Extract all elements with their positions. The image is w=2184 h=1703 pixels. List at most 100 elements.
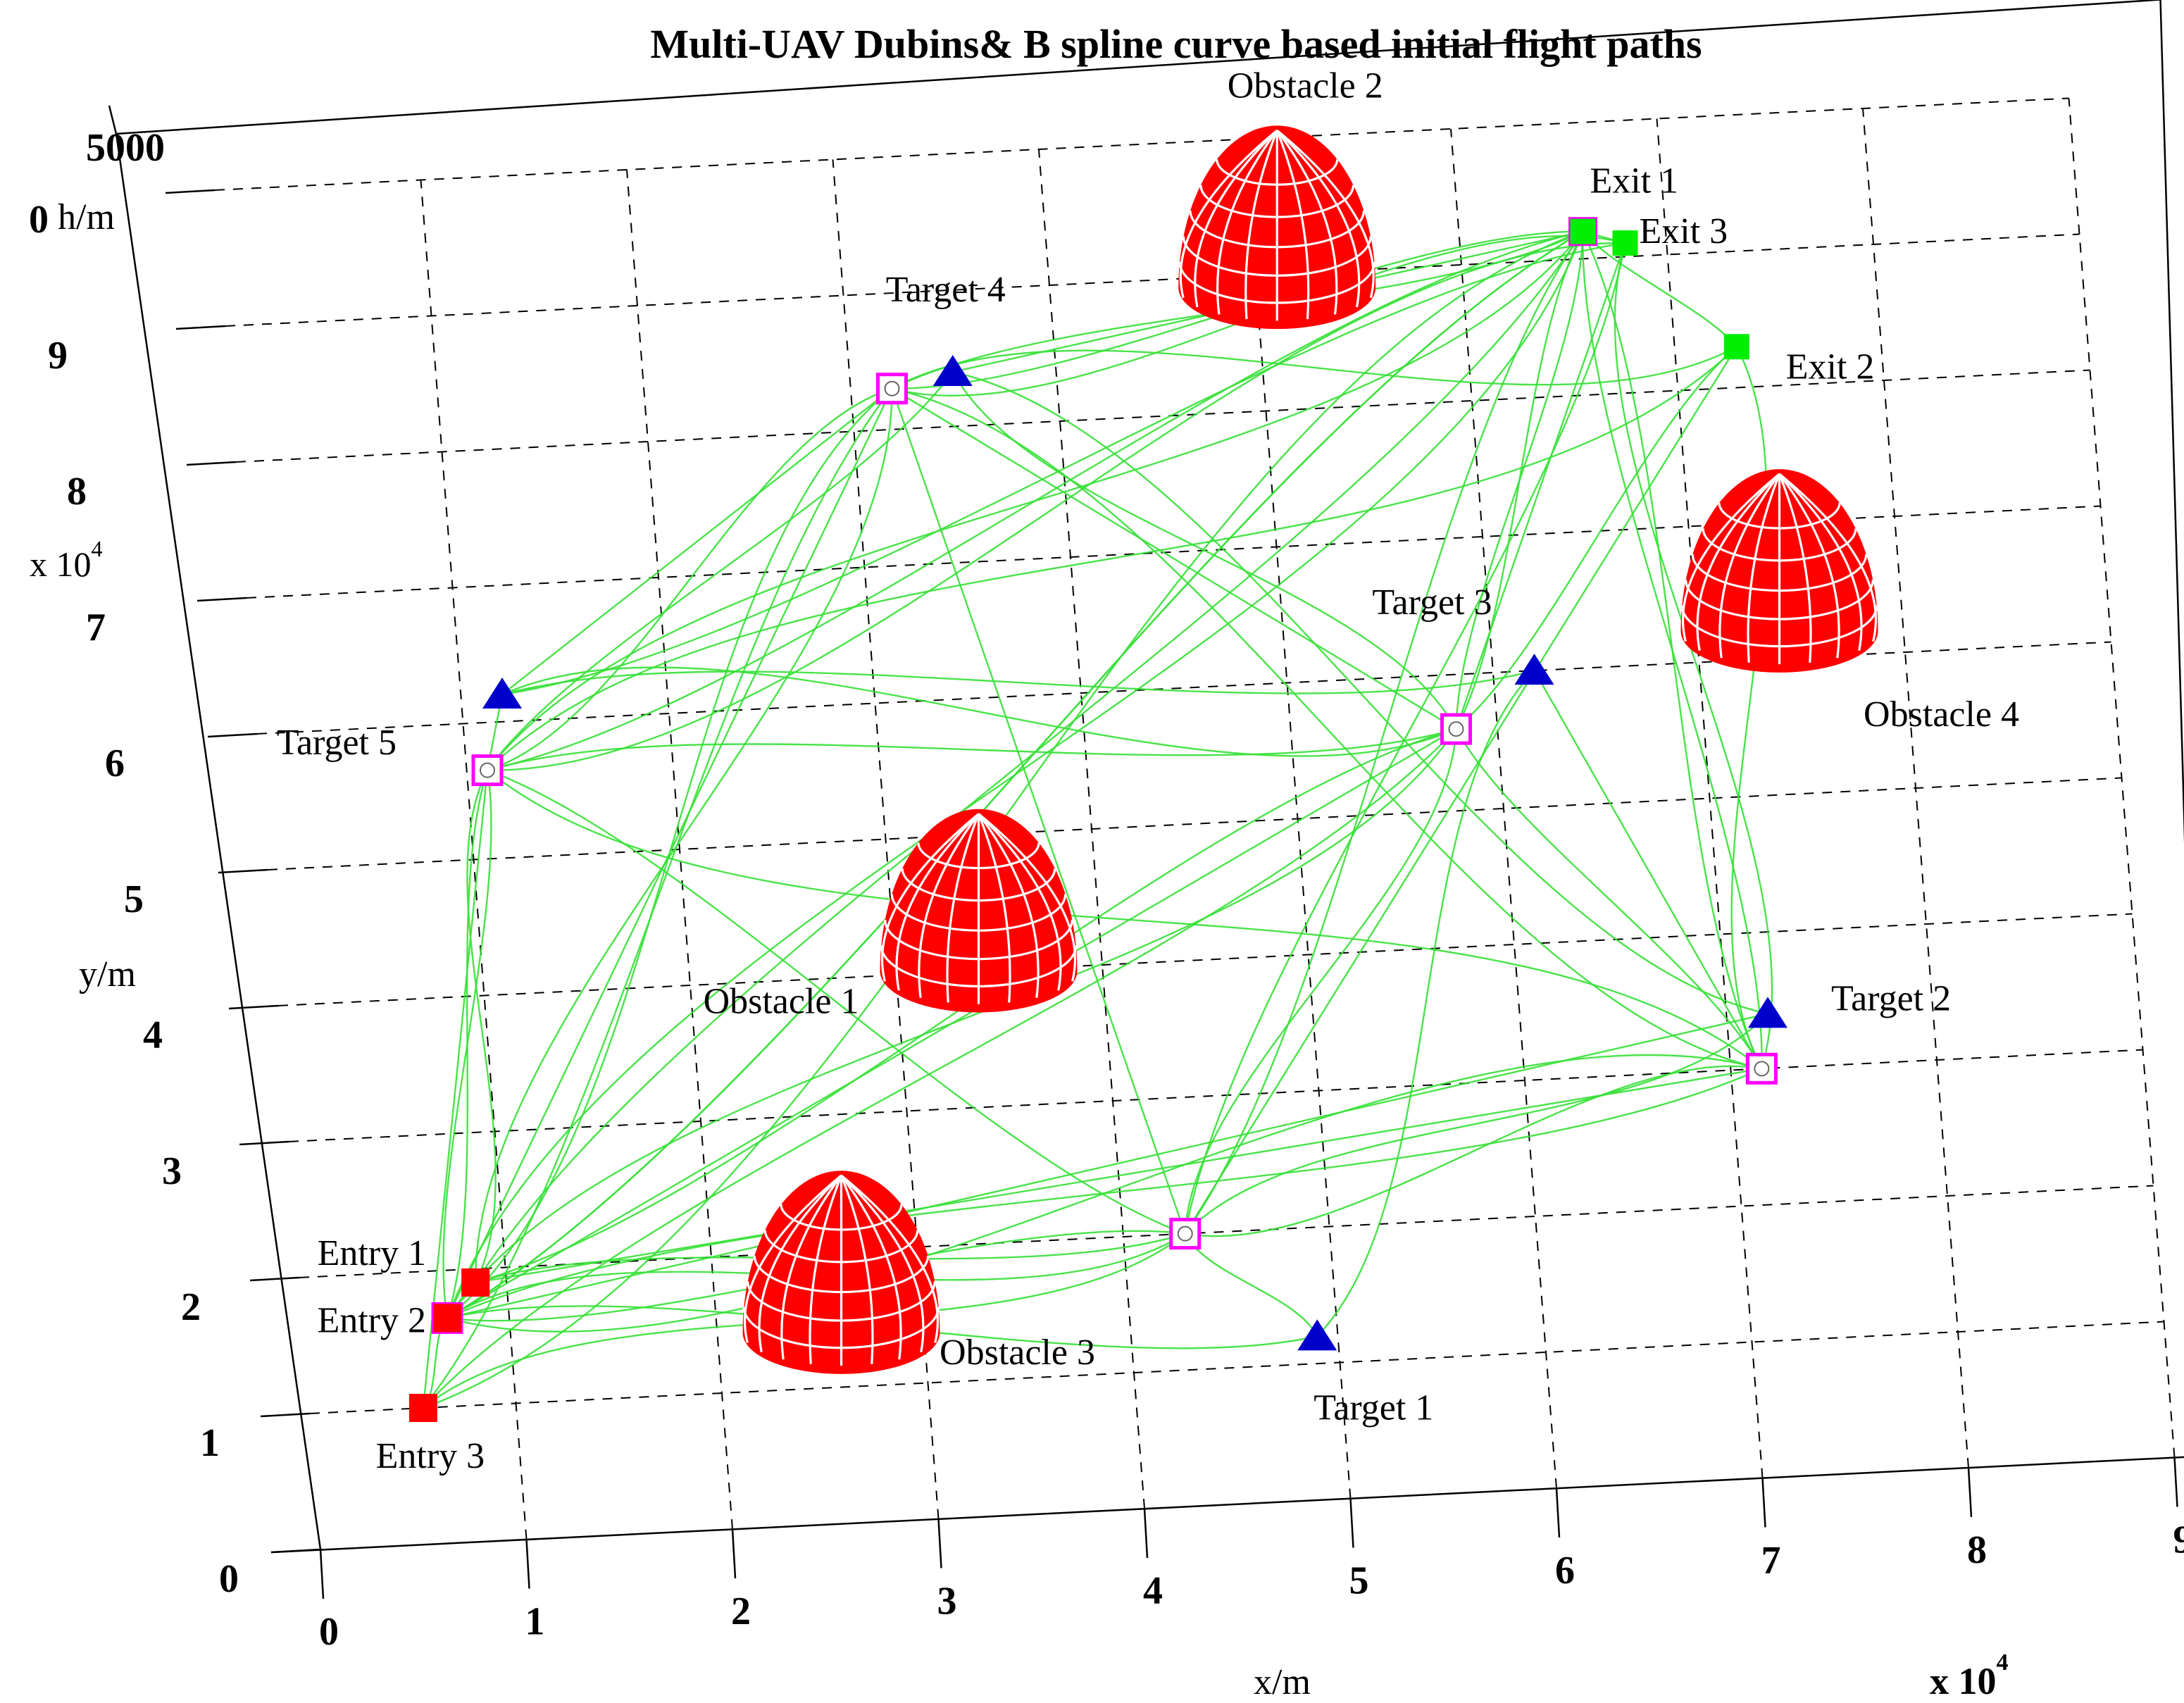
obstacle-mesh-meridian xyxy=(840,1175,874,1364)
target-marker xyxy=(1297,1319,1337,1351)
flight-path xyxy=(501,669,1535,696)
x-tick-label: 6 xyxy=(1555,1549,1575,1592)
x-axis-label: x/m xyxy=(1254,1662,1311,1702)
obstacle-mesh-meridian xyxy=(1696,473,1780,651)
obstacle-mesh-meridian xyxy=(978,813,1062,991)
grid-line-y xyxy=(299,1185,2154,1278)
flight-paths xyxy=(422,230,1773,1409)
obstacle-mesh-meridian xyxy=(978,813,1011,1003)
exit-marker xyxy=(1570,218,1596,244)
flight-path xyxy=(487,371,954,771)
x-tick-label: 2 xyxy=(731,1590,751,1633)
y-tick-mark xyxy=(196,597,247,602)
obstacle-mesh-meridian xyxy=(881,813,980,982)
target-label: Target 3 xyxy=(1372,582,1492,623)
flight-path xyxy=(1184,231,1584,1235)
y-axis-line xyxy=(115,133,322,1550)
x-tick-mark xyxy=(1555,1487,1561,1538)
waypoint-center xyxy=(1448,721,1464,737)
x-tick-mark xyxy=(319,1549,325,1599)
entry-marker xyxy=(461,1268,490,1297)
flight-path xyxy=(422,770,489,1409)
obstacle-mesh-meridian xyxy=(1275,130,1338,315)
z-axis-label: h/m xyxy=(58,197,115,237)
obstacle-label: Obstacle 1 xyxy=(704,982,859,1022)
target-label: Target 2 xyxy=(1831,978,1951,1018)
obstacle-mesh-meridian xyxy=(895,813,980,991)
y-tick-label: 0 xyxy=(219,1557,239,1601)
grid-line-y xyxy=(267,777,2122,871)
obstacle-mesh-meridian xyxy=(840,1175,902,1360)
obstacle-mesh-meridian xyxy=(1244,130,1278,320)
entry-label: Entry 2 xyxy=(317,1300,426,1340)
x-multiplier-base: x 10 xyxy=(1930,1660,1997,1702)
exit-marker xyxy=(1612,230,1638,256)
y-multiplier-exp: 4 xyxy=(92,536,103,561)
z-axis-line xyxy=(108,105,118,135)
flight-path xyxy=(891,346,1737,389)
entry-label: Entry 3 xyxy=(376,1436,485,1476)
waypoint-center xyxy=(1177,1225,1193,1242)
flight-path xyxy=(487,728,1456,771)
obstacle-mesh-meridian xyxy=(1778,473,1863,651)
right-box-edge xyxy=(2159,0,2184,844)
flight-path xyxy=(1455,242,1626,730)
y-tick-mark xyxy=(260,1412,311,1418)
flight-path xyxy=(447,230,1584,1319)
y-tick-label: 7 xyxy=(86,606,106,649)
y-tick-label: 3 xyxy=(162,1149,182,1193)
flight-path xyxy=(447,1068,1762,1319)
obstacle-mesh-meridian xyxy=(780,1175,842,1360)
exit-marker xyxy=(1723,334,1749,360)
grid-line-x xyxy=(1450,128,1557,1489)
flight-path xyxy=(892,387,1762,1070)
flight-path xyxy=(1730,346,1768,1069)
y-tick-mark xyxy=(218,868,268,874)
flight-path xyxy=(501,666,1456,757)
flight-path xyxy=(1455,346,1737,730)
grid-line-y xyxy=(288,1049,2143,1142)
obstacle-mesh-meridian xyxy=(744,1174,842,1344)
obstacle-mesh-meridian xyxy=(978,813,1040,998)
obstacle-mesh-meridian xyxy=(1747,473,1780,663)
x-tick-mark xyxy=(731,1528,737,1579)
obstacle-mesh-meridian xyxy=(1216,130,1278,315)
flight-path xyxy=(1184,1013,1768,1235)
waypoint-marker xyxy=(1745,1052,1778,1085)
obstacle-mesh-meridian xyxy=(1276,130,1361,308)
flight-path xyxy=(1185,1065,1762,1237)
obstacle-mesh-meridian xyxy=(1778,473,1812,663)
target-label: Target 5 xyxy=(277,723,397,763)
markers xyxy=(408,217,1787,1423)
grid-line-y xyxy=(277,913,2133,1006)
flight-path xyxy=(1614,242,1773,1069)
target-marker xyxy=(1514,654,1554,685)
target-label: Target 1 xyxy=(1313,1387,1433,1428)
flight-path xyxy=(487,769,1186,1235)
x-tick-label: 1 xyxy=(525,1600,545,1644)
flight-path xyxy=(501,242,1625,696)
y-tick-mark xyxy=(175,325,226,330)
y-tick-mark xyxy=(239,1140,289,1146)
waypoint-marker xyxy=(471,754,504,787)
flight-path xyxy=(447,728,1457,1319)
y-tick-mark xyxy=(165,189,216,194)
flight-path xyxy=(487,230,1583,771)
y-tick-label: 0 xyxy=(29,198,49,242)
grid-line-x xyxy=(1656,118,1764,1478)
x-tick-label: 3 xyxy=(937,1580,957,1623)
obstacle-mesh-meridian xyxy=(1276,130,1375,299)
flight-path xyxy=(1184,346,1737,1235)
flight-path xyxy=(446,770,489,1318)
obstacle-mesh-meridian xyxy=(1778,473,1840,659)
y-tick-label: 2 xyxy=(181,1285,201,1329)
target-marker xyxy=(932,355,973,387)
grid-line-y xyxy=(225,233,2080,327)
obstacle-mesh-meridian xyxy=(840,1174,925,1353)
flight-path xyxy=(501,387,893,695)
flight-path xyxy=(447,1013,1768,1319)
flight-path xyxy=(447,387,893,1319)
entry-label: Entry 1 xyxy=(318,1233,427,1273)
